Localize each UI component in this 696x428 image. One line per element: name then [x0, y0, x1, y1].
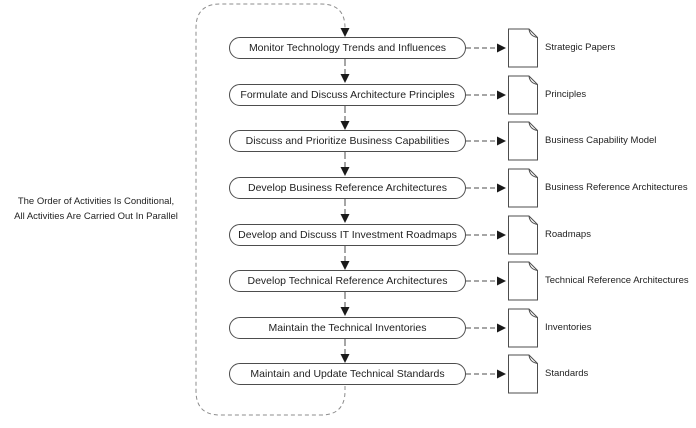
- loop-arrowhead-icon: [340, 28, 350, 37]
- deliverable-arrow-icon: [465, 183, 507, 193]
- deliverable-label: Roadmaps: [545, 229, 591, 240]
- deliverable-label: Business Capability Model: [545, 135, 657, 146]
- activity-box: Develop Technical Reference Architecture…: [229, 270, 466, 292]
- note-line-2: All Activities Are Carried Out In Parall…: [14, 211, 178, 222]
- document-icon: [508, 308, 538, 348]
- flow-arrow-down-icon: [340, 198, 350, 224]
- activity-box: Maintain the Technical Inventories: [229, 317, 466, 339]
- document-icon: [508, 28, 538, 68]
- conditional-order-note: The Order of Activities Is Conditional, …: [0, 194, 192, 224]
- activity-label: Develop and Discuss IT Investment Roadma…: [238, 229, 457, 241]
- flow-arrow-down-icon: [340, 245, 350, 271]
- note-line-1: The Order of Activities Is Conditional,: [17, 196, 175, 207]
- deliverable-label: Technical Reference Architectures: [545, 275, 689, 286]
- flow-arrow-down-icon: [340, 151, 350, 177]
- deliverable-arrow-icon: [465, 276, 507, 286]
- deliverable-label: Principles: [545, 89, 587, 100]
- document-icon: [508, 121, 538, 161]
- document-icon: [508, 168, 538, 208]
- flow-arrow-down-icon: [340, 58, 350, 84]
- deliverable-arrow-icon: [465, 323, 507, 333]
- activity-label: Formulate and Discuss Architecture Princ…: [240, 89, 455, 101]
- deliverable-label: Strategic Papers: [545, 42, 616, 53]
- document-icon: [508, 215, 538, 255]
- activity-label: Maintain and Update Technical Standards: [250, 368, 445, 380]
- deliverable-label: Standards: [545, 368, 589, 379]
- document-icon: [508, 75, 538, 115]
- flow-arrow-down-icon: [340, 338, 350, 364]
- activity-label: Maintain the Technical Inventories: [268, 322, 427, 334]
- activity-box: Discuss and Prioritize Business Capabili…: [229, 130, 466, 152]
- activity-label: Develop Technical Reference Architecture…: [247, 275, 448, 287]
- activity-label: Discuss and Prioritize Business Capabili…: [245, 135, 450, 147]
- deliverable-label: Business Reference Architectures: [545, 182, 688, 193]
- activity-box: Formulate and Discuss Architecture Princ…: [229, 84, 466, 106]
- iteration-loop-line: [195, 3, 346, 416]
- deliverable-arrow-icon: [465, 90, 507, 100]
- activity-box: Monitor Technology Trends and Influences: [229, 37, 466, 59]
- flow-arrow-down-icon: [340, 105, 350, 131]
- deliverable-arrow-icon: [465, 230, 507, 240]
- activity-box: Develop and Discuss IT Investment Roadma…: [229, 224, 466, 246]
- activity-box: Develop Business Reference Architectures: [229, 177, 466, 199]
- activity-label: Develop Business Reference Architectures: [247, 182, 448, 194]
- activity-box: Maintain and Update Technical Standards: [229, 363, 466, 385]
- deliverable-label: Inventories: [545, 322, 592, 333]
- deliverable-arrow-icon: [465, 136, 507, 146]
- deliverable-arrow-icon: [465, 369, 507, 379]
- deliverable-arrow-icon: [465, 43, 507, 53]
- activity-label: Monitor Technology Trends and Influences: [248, 42, 447, 54]
- document-icon: [508, 261, 538, 301]
- document-icon: [508, 354, 538, 394]
- flow-arrow-down-icon: [340, 291, 350, 317]
